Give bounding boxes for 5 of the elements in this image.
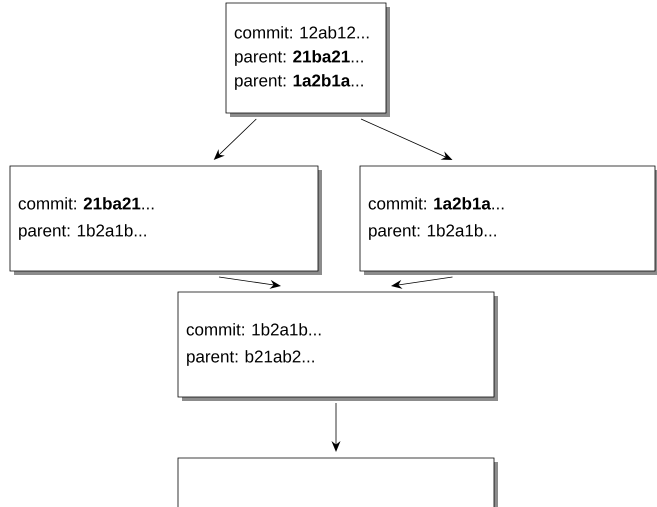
commit-box: commit: 1b2a1b... parent: b21ab2...	[178, 292, 498, 401]
commit-box: commit: 12ab12... parent: 21ba21... parent: 1a2b1a...	[226, 2, 390, 117]
commit-box: commit: 1a2b1a... parent: 1b2a1b...	[360, 166, 657, 275]
box	[178, 458, 498, 507]
commit-box: commit: 21ba21... parent: 1b2a1b...	[10, 166, 322, 275]
